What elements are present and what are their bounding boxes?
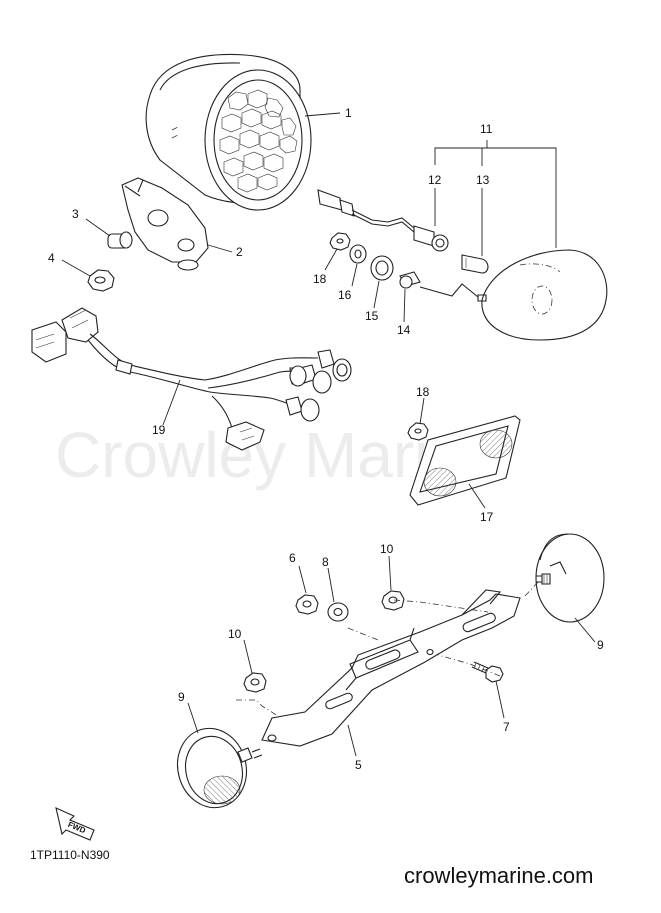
callout-2: 2	[236, 245, 243, 259]
front-flasher-assembly[interactable]	[419, 249, 608, 341]
washer-8[interactable]	[327, 602, 349, 622]
callout-18-upper: 18	[313, 272, 327, 286]
callout-19: 19	[152, 423, 166, 437]
callout-1: 1	[345, 106, 352, 120]
callout-9-left: 9	[178, 690, 185, 704]
nut-6[interactable]	[295, 594, 319, 615]
bulb-socket[interactable]	[317, 189, 449, 252]
bolt-7[interactable]	[471, 661, 504, 683]
callout-14: 14	[397, 323, 411, 337]
bulb[interactable]	[461, 254, 489, 274]
nut-18-upper[interactable]	[329, 232, 351, 251]
reflector[interactable]	[409, 415, 521, 506]
headlight-assembly[interactable]	[145, 53, 312, 211]
nut-4[interactable]	[87, 269, 115, 292]
callout-16: 16	[338, 288, 352, 302]
collar[interactable]	[107, 231, 133, 249]
callout-13: 13	[476, 173, 490, 187]
grommet-15[interactable]	[370, 255, 394, 281]
callout-10-upper: 10	[380, 542, 394, 556]
callout-9-right: 9	[597, 638, 604, 652]
callout-11: 11	[480, 122, 493, 136]
collar-14[interactable]	[399, 271, 421, 289]
callout-10-lower: 10	[228, 627, 242, 641]
callout-labels: 1 2 3 4 5 6 7 8 9 9 10 10 11 12 13 14 15…	[48, 106, 604, 772]
mounting-bracket[interactable]	[261, 589, 521, 747]
rear-flasher-right[interactable]	[535, 533, 605, 623]
callout-4: 4	[48, 251, 55, 265]
nut-10-upper[interactable]	[381, 590, 405, 611]
nut-10-lower[interactable]	[243, 672, 267, 693]
wire-harness[interactable]	[31, 307, 352, 451]
callout-3: 3	[72, 207, 79, 221]
callout-8: 8	[322, 555, 329, 569]
callout-17: 17	[480, 510, 494, 524]
callout-6: 6	[289, 551, 296, 565]
rear-flasher-left[interactable]	[169, 721, 263, 816]
site-url: crowleymarine.com	[404, 863, 594, 888]
washer-16[interactable]	[349, 244, 367, 264]
fwd-arrow-icon: FWD	[55, 807, 95, 841]
callout-7: 7	[503, 720, 510, 734]
leader-lines	[61, 112, 596, 757]
callout-15: 15	[365, 309, 379, 323]
callout-12: 12	[428, 173, 442, 187]
nut-18-lower[interactable]	[407, 422, 429, 441]
headlight-bracket[interactable]	[121, 177, 209, 271]
callout-5: 5	[355, 758, 362, 772]
diagram-code: 1TP1110-N390	[30, 848, 110, 862]
callout-18-lower: 18	[416, 385, 430, 399]
